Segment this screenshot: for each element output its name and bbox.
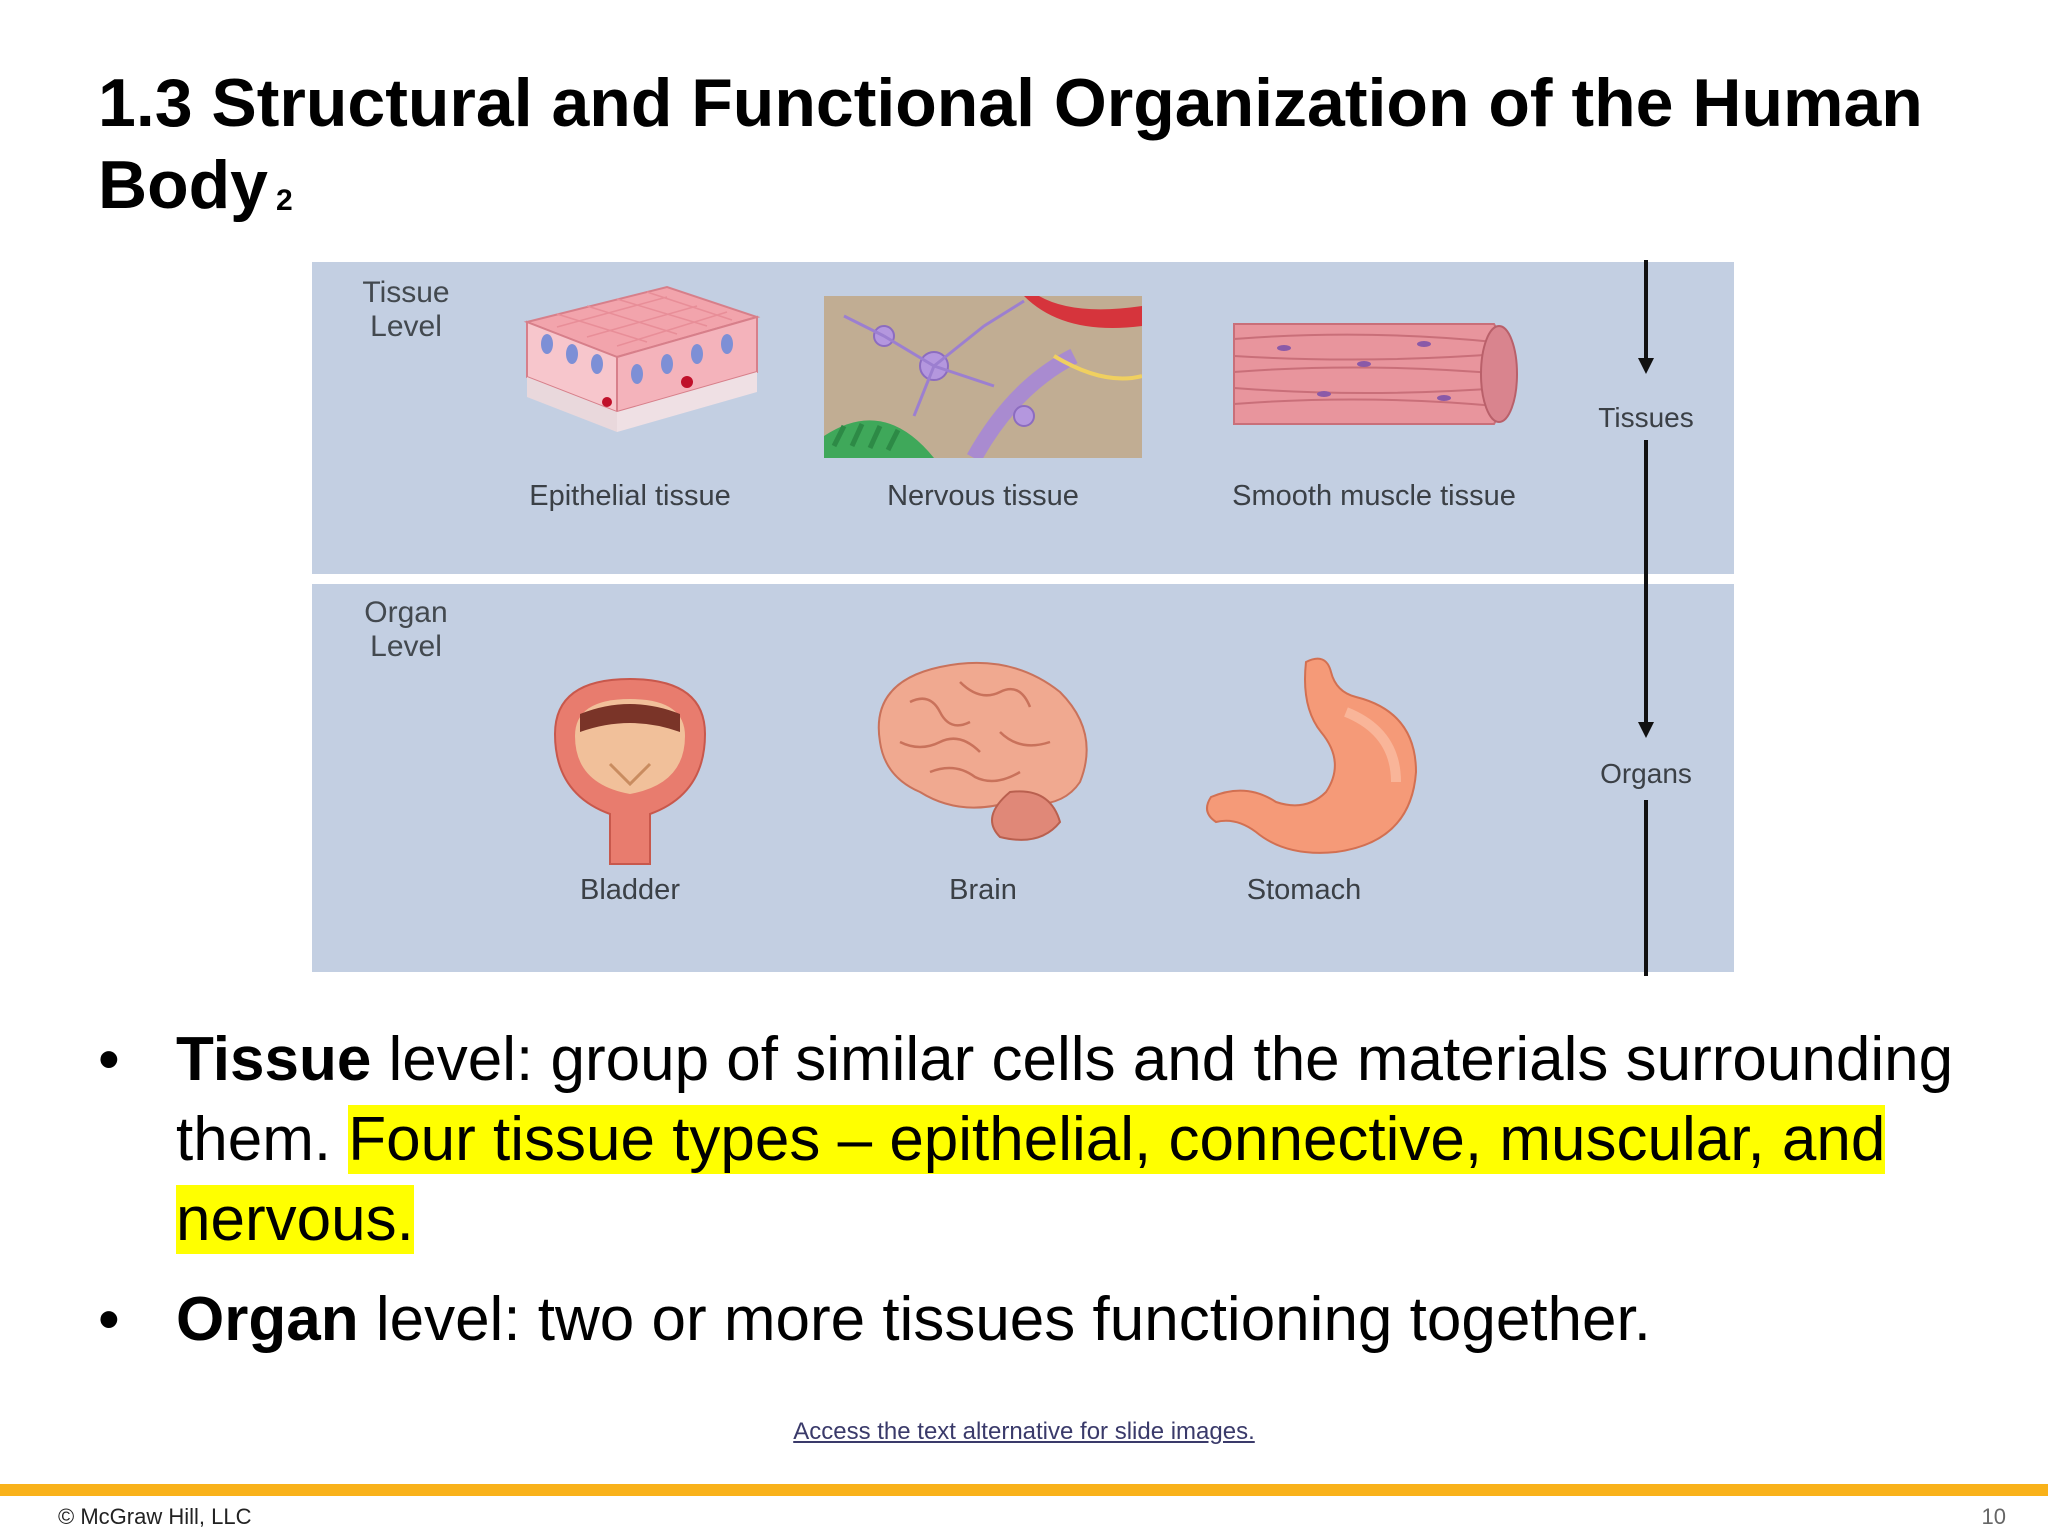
- arrow-down-icon: [1638, 358, 1654, 374]
- bullet-icon: •: [98, 1025, 120, 1094]
- smooth-muscle-tissue-caption: Smooth muscle tissue: [1232, 480, 1516, 512]
- organ-level-label: Organ Level: [364, 596, 448, 663]
- tissue-definition: level: group of similar cells and the ma…: [176, 1025, 1954, 1174]
- title-subscript: 2: [276, 184, 293, 217]
- bullet-icon: •: [98, 1285, 120, 1354]
- arrow-line-middle: [1644, 440, 1648, 724]
- tissues-side-label: Tissues: [1598, 402, 1694, 433]
- bladder-caption: Bladder: [580, 874, 680, 906]
- brain-caption: Brain: [949, 874, 1017, 906]
- text-alternative-link[interactable]: Access the text alternative for slide im…: [793, 1418, 1255, 1445]
- arrow-line-top: [1644, 260, 1648, 360]
- nervous-tissue-illustration: [824, 296, 1142, 458]
- organ-term: Organ: [176, 1285, 359, 1354]
- smooth-muscle-tissue-illustration: [1233, 323, 1518, 425]
- page-number: 10: [1981, 1504, 2006, 1529]
- stomach-illustration: [1206, 657, 1418, 854]
- tissue-level-label: Tissue Level: [362, 276, 450, 343]
- bullet-list: • Tissue level: group of similar cells an…: [98, 1020, 1958, 1380]
- copyright-notice: © McGraw Hill, LLC: [58, 1504, 252, 1529]
- footer-accent-bar: [0, 1484, 2048, 1496]
- brain-illustration: [877, 661, 1088, 841]
- slide-title-text: 1.3 Structural and Functional Organizati…: [98, 65, 1923, 223]
- arrow-line-bottom: [1644, 800, 1648, 976]
- organs-side-label: Organs: [1600, 758, 1692, 789]
- bullet-organ-level: • Organ level: two or more tissues functi…: [98, 1280, 1958, 1360]
- epithelial-tissue-illustration: [523, 285, 761, 432]
- stomach-caption: Stomach: [1246, 874, 1362, 906]
- tissue-term: Tissue: [176, 1025, 372, 1094]
- tissue-types-highlight: Four tissue types – epithelial, connecti…: [176, 1105, 1886, 1254]
- nervous-tissue-caption: Nervous tissue: [887, 480, 1079, 512]
- organization-figure: Tissue Level Organ Level Epithelial tiss…: [312, 260, 1734, 976]
- bullet-tissue-level: • Tissue level: group of similar cells an…: [98, 1020, 1958, 1260]
- bladder-illustration: [553, 677, 707, 865]
- arrow-down-icon: [1638, 722, 1654, 738]
- epithelial-tissue-caption: Epithelial tissue: [529, 480, 731, 512]
- slide-title: 1.3 Structural and Functional Organizati…: [98, 62, 1978, 242]
- organ-definition: level: two or more tissues functioning t…: [358, 1285, 1651, 1354]
